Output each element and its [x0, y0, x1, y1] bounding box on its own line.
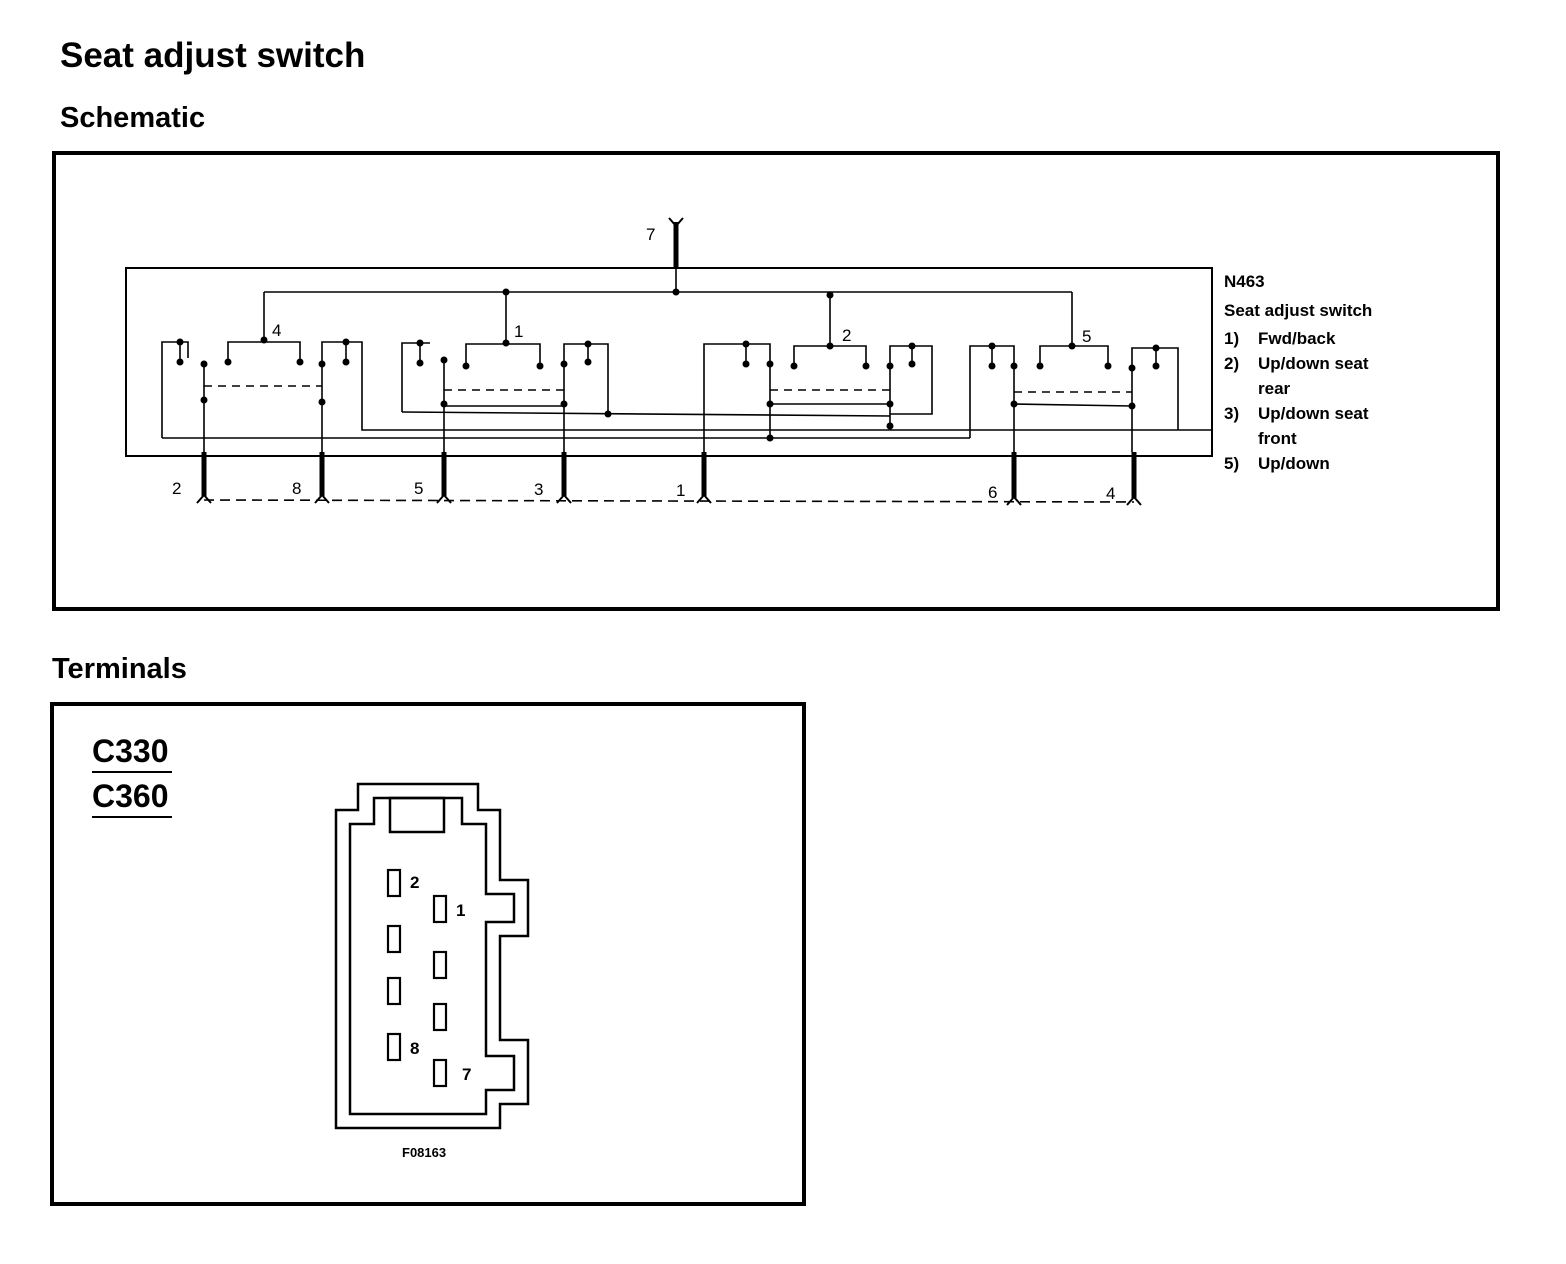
pin-label: 7: [462, 1065, 471, 1084]
connector-housing: [334, 782, 530, 1130]
legend-text: Fwd/back: [1258, 329, 1336, 348]
bottom-pin-label: 1: [676, 481, 685, 500]
top-pin-label: 7: [646, 225, 655, 244]
pin-label: 1: [456, 901, 465, 920]
bottom-pin-label: 5: [414, 479, 423, 498]
bottom-pin-label: 4: [1106, 484, 1115, 503]
legend-number: 2): [1224, 354, 1239, 373]
junction-dots: [176, 288, 1160, 442]
legend-text: front: [1258, 429, 1297, 448]
legend-text: Up/down seat: [1258, 354, 1369, 373]
switch-number-label: 2: [842, 326, 851, 345]
figure-id: F08163: [402, 1145, 446, 1160]
connector-pins: [386, 868, 448, 1088]
legend-number: 3): [1224, 404, 1239, 423]
pin-label: 8: [410, 1039, 419, 1058]
bottom-pin-label: 8: [292, 479, 301, 498]
terminals-frame: [50, 702, 806, 1206]
connector-id: C330: [92, 733, 169, 769]
terminals-heading: Terminals: [52, 653, 187, 685]
pin-label: 2: [410, 873, 419, 892]
bottom-pin-label: 3: [534, 480, 543, 499]
legend-text: Up/down seat: [1258, 404, 1369, 423]
bottom-pin-label: 2: [172, 479, 181, 498]
switch-number-label: 4: [272, 321, 281, 340]
component-name: Seat adjust switch: [1224, 301, 1372, 320]
page-title: Seat adjust switch: [60, 36, 366, 75]
legend-number: 1): [1224, 329, 1239, 348]
legend-text: Up/down: [1258, 454, 1330, 473]
legend-text: rear: [1258, 379, 1291, 398]
switch-number-label: 5: [1082, 327, 1091, 346]
component-code: N463: [1224, 272, 1265, 291]
bottom-pin-label: 6: [988, 483, 997, 502]
bottom-terminals: [196, 452, 1142, 506]
legend-number: 5): [1224, 454, 1239, 473]
connector-id: C360: [92, 778, 169, 814]
switch-number-label: 1: [514, 322, 523, 341]
schematic-frame: [52, 151, 1500, 611]
schematic-heading: Schematic: [60, 102, 206, 134]
switch-housing: [125, 267, 1213, 457]
